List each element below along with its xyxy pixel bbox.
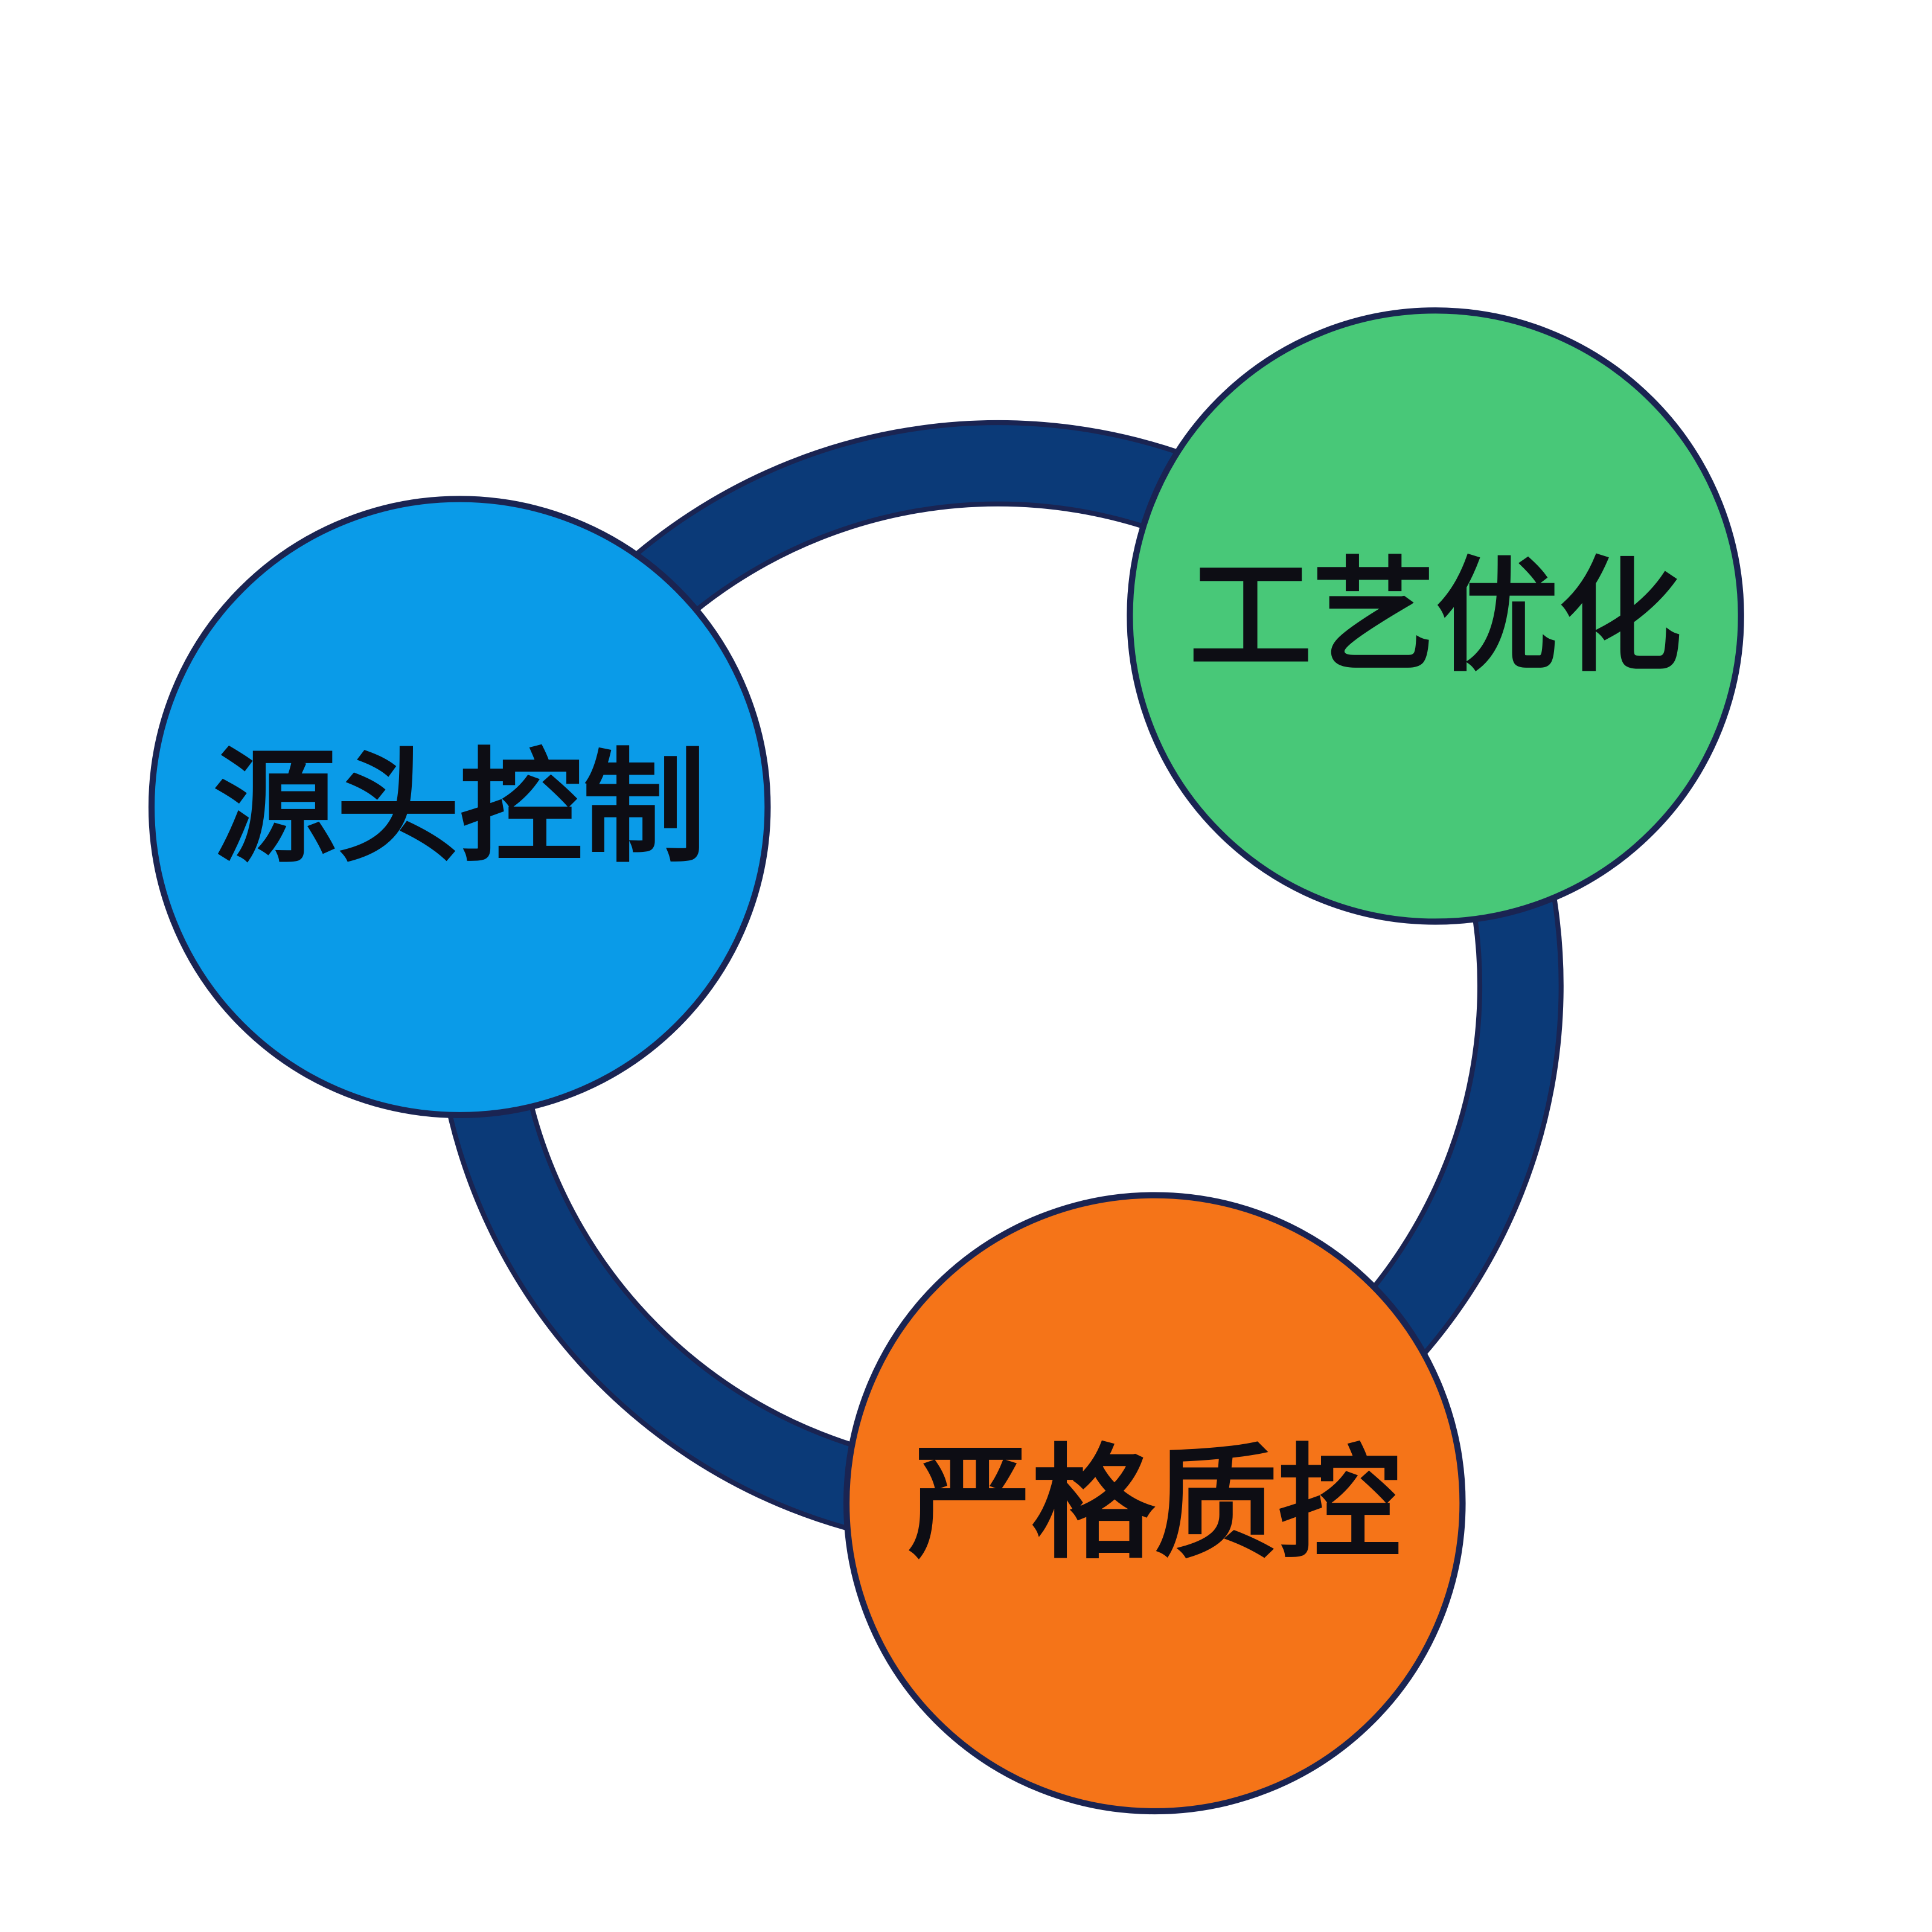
node-source: 源头控制 <box>148 496 771 1119</box>
node-label-process: 工艺优化 <box>1189 546 1681 689</box>
node-label-quality: 严格质控 <box>908 1433 1401 1576</box>
node-quality: 严格质控 <box>843 1192 1466 1815</box>
node-process: 工艺优化 <box>1127 307 1744 925</box>
node-label-source: 源头控制 <box>213 737 706 880</box>
